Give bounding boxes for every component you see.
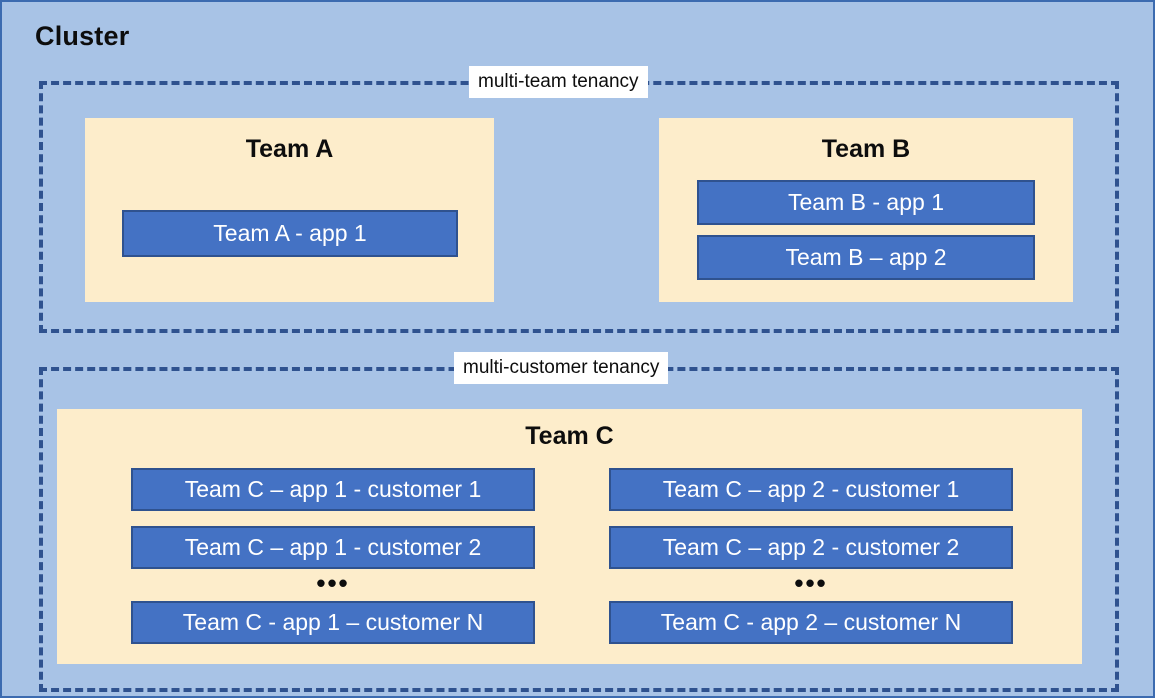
app-box-team-b-app-2[interactable]: Team B – app 2 [697, 235, 1035, 280]
app-column-team-c-app-1: Team C – app 1 - customer 1 Team C – app… [131, 468, 535, 644]
app-box-team-c-app-2-customer-1[interactable]: Team C – app 2 - customer 1 [609, 468, 1013, 511]
app-list-team-a: Team A - app 1 [122, 210, 458, 257]
team-title-team-c: Team C [525, 422, 614, 450]
app-box-team-c-app-1-customer-n[interactable]: Team C - app 1 – customer N [131, 601, 535, 644]
app-box-team-c-app-2-customer-n[interactable]: Team C - app 2 – customer N [609, 601, 1013, 644]
team-box-team-c: Team C Team C – app 1 - customer 1 Team … [57, 409, 1082, 664]
app-list-team-b: Team B - app 1 Team B – app 2 [697, 180, 1035, 280]
app-column-team-c-app-2: Team C – app 2 - customer 1 Team C – app… [609, 468, 1013, 644]
app-box-team-b-app-1[interactable]: Team B - app 1 [697, 180, 1035, 225]
page-title: Cluster [35, 21, 130, 51]
app-box-team-c-app-1-customer-1[interactable]: Team C – app 1 - customer 1 [131, 468, 535, 511]
ellipsis-team-c-app-1: ••• [316, 568, 350, 598]
app-box-team-c-app-2-customer-2[interactable]: Team C – app 2 - customer 2 [609, 526, 1013, 569]
app-box-team-a-app-1[interactable]: Team A - app 1 [122, 210, 458, 257]
app-box-team-c-app-1-customer-2[interactable]: Team C – app 1 - customer 2 [131, 526, 535, 569]
zone-label-multi-customer-tenancy: multi-customer tenancy [454, 352, 669, 384]
team-title-team-b: Team B [821, 135, 911, 163]
team-box-team-b: Team B Team B - app 1 Team B – app 2 [659, 118, 1073, 302]
ellipsis-team-c-app-2: ••• [794, 568, 828, 598]
team-box-team-a: Team A Team A - app 1 [85, 118, 494, 302]
team-title-team-a: Team A [245, 135, 334, 163]
zone-label-multi-team-tenancy: multi-team tenancy [469, 66, 648, 98]
